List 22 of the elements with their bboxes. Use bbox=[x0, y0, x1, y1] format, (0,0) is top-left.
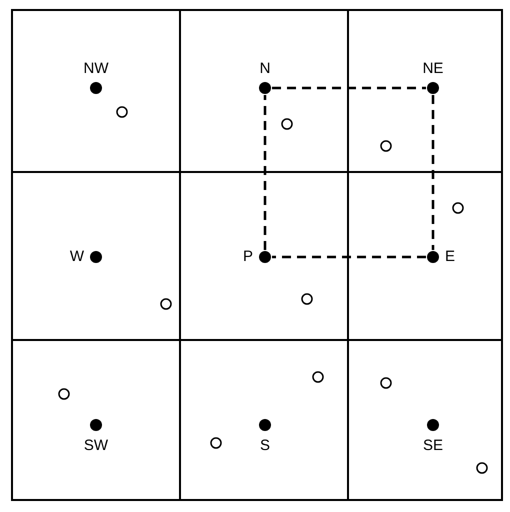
point-label: NE bbox=[422, 60, 444, 78]
point-label: N bbox=[260, 60, 270, 78]
point-label: SE bbox=[422, 437, 443, 455]
point-marker bbox=[90, 251, 102, 263]
dashed-line bbox=[432, 95, 434, 250]
point-marker bbox=[90, 419, 102, 431]
dashed-line bbox=[264, 95, 266, 250]
point-marker bbox=[427, 419, 439, 431]
point-marker bbox=[259, 251, 271, 263]
point-label: S bbox=[260, 437, 270, 455]
point-label: SW bbox=[84, 437, 108, 455]
point-label: P bbox=[242, 248, 253, 266]
point-marker bbox=[259, 419, 271, 431]
point-label: NW bbox=[84, 60, 108, 78]
point-marker bbox=[427, 82, 439, 94]
point-marker bbox=[90, 82, 102, 94]
point-label: E bbox=[445, 248, 456, 266]
dashed-line bbox=[272, 256, 426, 258]
point-label: W bbox=[70, 248, 84, 266]
point-marker bbox=[427, 251, 439, 263]
point-marker bbox=[259, 82, 271, 94]
dashed-line bbox=[272, 86, 426, 90]
